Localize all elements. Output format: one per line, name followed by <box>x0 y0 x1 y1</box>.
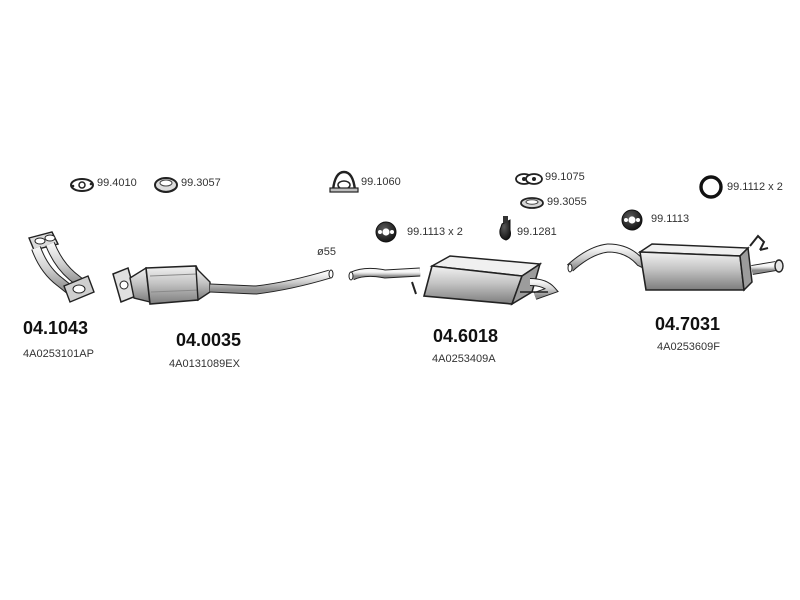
oem-number-front-pipe: 4A0253101AP <box>23 348 94 360</box>
rear-silencer-illustration <box>566 234 784 292</box>
fitting-code-double-gasket: 99.1075 <box>545 171 585 183</box>
fitting-code-flat-ring: 99.3055 <box>547 196 587 208</box>
front-pipe-illustration <box>28 231 95 303</box>
fitting-code-clamp: 99.1060 <box>361 176 401 188</box>
clamp-icon <box>329 170 359 193</box>
middle-silencer-illustration <box>348 255 559 306</box>
gasket-oval-icon <box>70 178 94 192</box>
part-number-catalytic-converter: 04.0035 <box>176 330 242 350</box>
mounting-bracket-icon <box>499 216 511 241</box>
pipe-diameter-label: ø55 <box>317 246 336 258</box>
double-gasket-icon <box>515 173 543 185</box>
ring-gasket-icon <box>154 177 178 193</box>
oem-number-middle-silencer: 4A0253409A <box>432 353 496 365</box>
part-number-rear-silencer: 04.7031 <box>655 314 721 334</box>
part-number-front-pipe: 04.1043 <box>23 318 89 338</box>
fitting-code-gasket: 99.4010 <box>97 177 137 189</box>
catalytic-converter-illustration <box>112 265 334 305</box>
fitting-code-o-ring: 99.1112 x 2 <box>727 181 783 193</box>
oem-number-rear-silencer: 4A0253609F <box>657 341 720 353</box>
fitting-code-mounting-bracket: 99.1281 <box>517 226 557 238</box>
fitting-code-ring-gasket: 99.3057 <box>181 177 221 189</box>
o-ring-icon <box>699 175 723 199</box>
rubber-hanger-icon <box>375 221 397 243</box>
oem-number-catalytic-converter: 4A0131089EX <box>169 358 240 370</box>
rubber-hanger-icon <box>621 209 643 231</box>
part-number-middle-silencer: 04.6018 <box>433 326 499 346</box>
fitting-code-rubber-hanger-pair: 99.1113 x 2 <box>407 226 463 238</box>
fitting-code-rubber-hanger: 99.1113 <box>651 213 690 225</box>
flat-ring-icon <box>520 197 544 209</box>
